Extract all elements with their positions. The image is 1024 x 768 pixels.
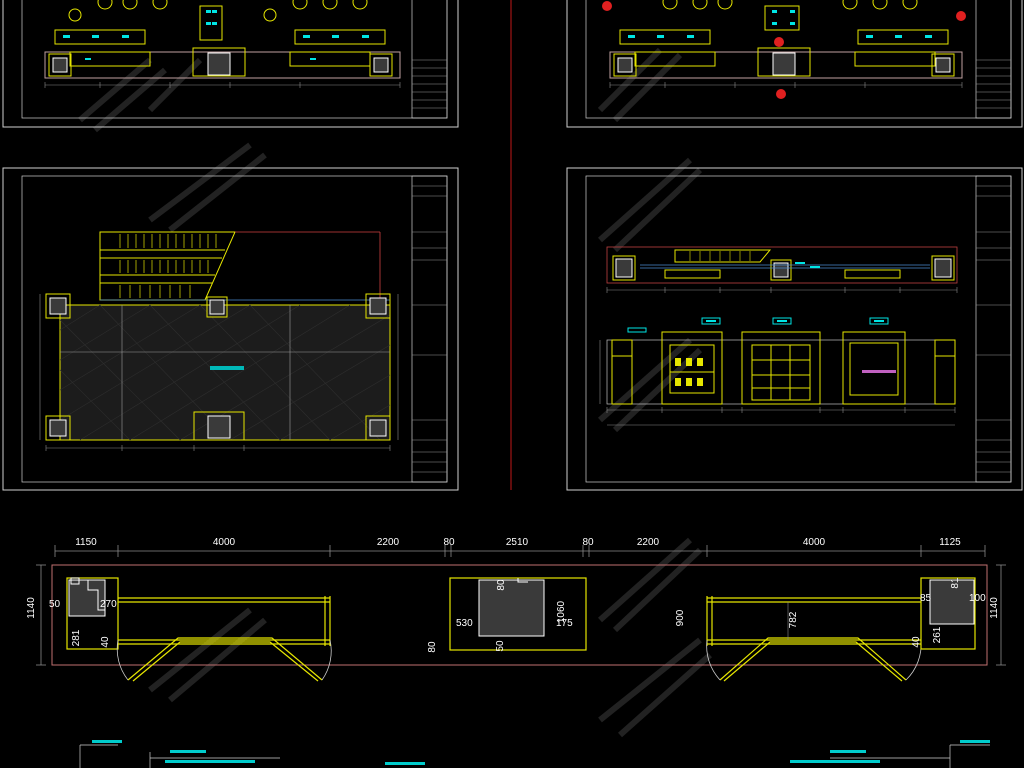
dim-label-2200-right: 2200 xyxy=(637,537,660,548)
dim-label-4000-right: 4000 xyxy=(803,537,826,548)
right-col-dim-85: 85 xyxy=(920,593,932,604)
center-column-core xyxy=(478,579,545,637)
center-dim-175: 175 xyxy=(556,618,573,629)
floor-label-mark xyxy=(210,366,244,370)
blue-guide-lines xyxy=(640,264,930,269)
right-col-dim-261: 261 xyxy=(932,626,943,643)
dim-label-80-left: 80 xyxy=(443,537,455,548)
dim-label-2200-left: 2200 xyxy=(377,537,400,548)
upper-elevation xyxy=(612,249,955,281)
title-block xyxy=(411,0,448,119)
title-block-rows xyxy=(976,185,1011,473)
side-dimension-lines xyxy=(36,564,1006,666)
cyan-upper-marks xyxy=(795,262,820,268)
escalator-treads xyxy=(119,234,217,298)
dim-line xyxy=(599,340,956,426)
floor-pattern xyxy=(59,304,391,441)
lower-elevation-details xyxy=(675,358,896,386)
bottom-annotation-lines xyxy=(79,744,990,768)
left-counter xyxy=(118,596,331,682)
cyan-fixture-marks xyxy=(63,10,369,60)
sheet-top-right xyxy=(566,0,1023,128)
upper-elevation-frame xyxy=(606,246,958,284)
sheet-frame xyxy=(2,0,459,128)
upper-treads xyxy=(689,251,751,261)
sheet-frame xyxy=(2,167,459,491)
main-plan: 1150 4000 2200 80 2510 80 2200 4000 1125… xyxy=(26,537,1006,682)
dim-line xyxy=(39,294,399,451)
left-height-dimension: 1140 xyxy=(26,597,37,619)
right-col-dim-100: 100 xyxy=(969,593,986,604)
left-door-swings xyxy=(116,639,332,681)
sheet-inner-frame xyxy=(585,175,1012,483)
center-dim-80-top: 80 xyxy=(496,579,507,591)
left-col-dim-281: 281 xyxy=(71,629,82,646)
right-column-casing xyxy=(920,577,976,650)
right-door-swings xyxy=(706,639,922,681)
top-dimension-labels: 1150 4000 2200 80 2510 80 2200 4000 1125 xyxy=(75,537,961,548)
right-dim-900: 900 xyxy=(675,609,686,626)
left-column-casing xyxy=(66,577,119,650)
center-dim-80-left: 80 xyxy=(427,641,438,653)
right-column-core xyxy=(929,579,975,625)
cyan-tags xyxy=(627,317,889,333)
left-col-dim-50: 50 xyxy=(49,599,61,610)
left-col-dim-40: 40 xyxy=(100,636,111,648)
right-counter xyxy=(706,596,921,682)
cyan-tag-fill xyxy=(706,320,884,322)
counter-plan xyxy=(44,0,401,79)
title-block xyxy=(411,175,448,483)
plan-boundary xyxy=(51,564,988,666)
left-column-core xyxy=(68,579,106,617)
dim-label-4000-left: 4000 xyxy=(213,537,236,548)
title-block-rows xyxy=(976,59,1011,109)
dim-line xyxy=(609,82,963,88)
bottom-annotation-marks xyxy=(92,740,990,765)
sheet-mid-left xyxy=(2,167,459,491)
right-height-dimension: 1140 xyxy=(989,597,1000,619)
dim-label-1125: 1125 xyxy=(939,537,961,548)
counter-plan xyxy=(609,0,963,79)
sheet-mid-right xyxy=(566,167,1023,491)
top-dimension-chain xyxy=(54,545,986,557)
lower-elevation xyxy=(606,331,956,405)
left-column-marker xyxy=(70,577,80,585)
sheet-frame xyxy=(566,167,1023,491)
title-block xyxy=(975,175,1012,483)
right-col-dim-81: 81 xyxy=(950,577,961,589)
floor-columns xyxy=(45,293,391,441)
center-dim-530: 530 xyxy=(456,618,473,629)
dim-line xyxy=(44,82,401,88)
floor-grid-lines xyxy=(60,305,390,440)
sheet-frame xyxy=(566,0,1023,128)
sheet-top-left xyxy=(2,0,459,128)
dim-line xyxy=(606,287,958,293)
dim-label-1150: 1150 xyxy=(75,537,97,548)
left-column-notch xyxy=(87,580,105,611)
red-section-markers xyxy=(602,1,966,99)
dim-label-80-right: 80 xyxy=(582,537,594,548)
center-dim-50: 50 xyxy=(495,640,506,652)
center-dim-1060: 1060 xyxy=(556,600,567,623)
right-dim-782: 782 xyxy=(788,611,799,628)
cyan-fixture-marks xyxy=(628,10,932,38)
title-block-rows xyxy=(412,59,447,109)
title-block-rows xyxy=(412,185,447,473)
dim-label-2510: 2510 xyxy=(506,537,529,548)
center-column-notch xyxy=(517,578,528,583)
left-col-dim-270: 270 xyxy=(100,599,117,610)
title-block xyxy=(975,0,1012,119)
right-col-dim-40: 40 xyxy=(911,636,922,648)
